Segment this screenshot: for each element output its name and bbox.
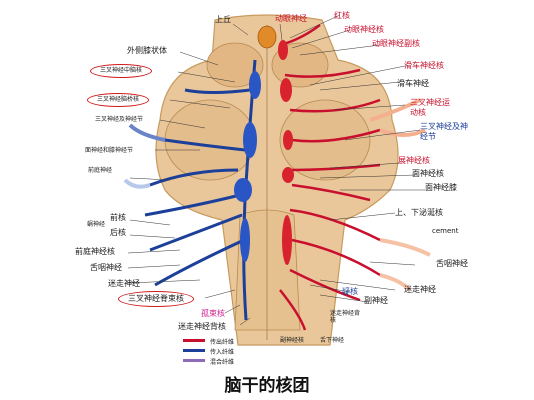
- efferent-nuclei: [278, 40, 294, 265]
- figure-caption: 脑干的核团: [224, 376, 310, 396]
- label-vagus-dorsal: 迷走神经背核: [178, 322, 226, 331]
- label-posterior-nucleus: 后核: [110, 228, 126, 237]
- label-oculomotor-nucleus: 动眼神经核: [344, 25, 384, 34]
- label-cochlear-nerve: 蜗神经: [87, 221, 106, 228]
- label-trochlear-nerve: 滑车神经: [397, 79, 429, 88]
- label-glossopharyngeal-right: 舌咽神经: [436, 259, 468, 268]
- label-oculomotor-nerve: 动眼神经: [275, 14, 307, 23]
- label-trigeminal-ganglion-right: 三叉神经及神经节: [420, 122, 468, 141]
- label-salivatory-nuclei: 上、下泌涎核: [395, 208, 443, 217]
- label-trigeminal-mesencephalic: 三叉神经中脑核: [90, 64, 153, 78]
- label-trigeminal-motor: 三叉神经运动核: [410, 98, 450, 117]
- label-superior-colliculus: 上丘: [215, 15, 231, 24]
- label-vagus-dorsal-small: 迷走神经背核: [330, 310, 361, 325]
- nerve-trunks: [123, 98, 431, 292]
- label-ambiguus: 疑核: [342, 287, 358, 296]
- label-cement: cement: [432, 227, 459, 235]
- legend-swatch-afferent: [183, 349, 205, 352]
- afferent-nuclei: [234, 71, 261, 262]
- label-facial-intermediate: 面神经和膝神经节: [85, 147, 134, 154]
- label-anterior-nucleus: 前核: [110, 213, 126, 222]
- label-vagus-right: 迷走神经: [404, 285, 436, 294]
- legend-label-efferent: 传出纤维: [210, 339, 235, 346]
- label-abducens-nucleus: 展神经核: [398, 156, 430, 165]
- legend-swatch-efferent: [183, 339, 205, 342]
- legend-swatch-mixed: [183, 359, 205, 362]
- brainstem-shape: [155, 14, 399, 346]
- label-hypoglossal-nucleus: 舌下神经: [320, 337, 345, 344]
- label-facial-genu: 面神经膝: [425, 183, 457, 192]
- label-trochlear-nucleus: 滑车神经核: [404, 61, 444, 70]
- label-red-nucleus: 红核: [334, 11, 350, 20]
- label-glossopharyngeal-left: 舌咽神经: [90, 263, 122, 272]
- legend-label-afferent: 传入纤维: [210, 349, 235, 356]
- label-trigeminal-spinal: 三叉神经脊束核: [118, 291, 194, 307]
- label-accessory-nucleus: 副神经核: [280, 337, 305, 344]
- label-solitary-nucleus: 孤束核: [201, 309, 225, 318]
- label-trigeminal-ganglion-left: 三叉神经及神经节: [95, 116, 144, 123]
- label-accessory-nerve: 副神经: [364, 296, 388, 305]
- legend-label-mixed: 混合纤维: [210, 359, 235, 366]
- leader-lines: [127, 14, 425, 326]
- label-trigeminal-pontine: 三叉神经脑桥核: [87, 93, 150, 107]
- label-vagus-left: 迷走神经: [108, 279, 140, 288]
- label-lateral-geniculate: 外侧膝状体: [127, 46, 167, 55]
- label-facial-nucleus: 面神经核: [412, 169, 444, 178]
- label-vestibular-nuclei: 前庭神经核: [75, 247, 115, 256]
- label-vestibular-nerve: 前庭神经: [88, 167, 113, 174]
- label-oculomotor-accessory: 动眼神经副核: [372, 39, 420, 48]
